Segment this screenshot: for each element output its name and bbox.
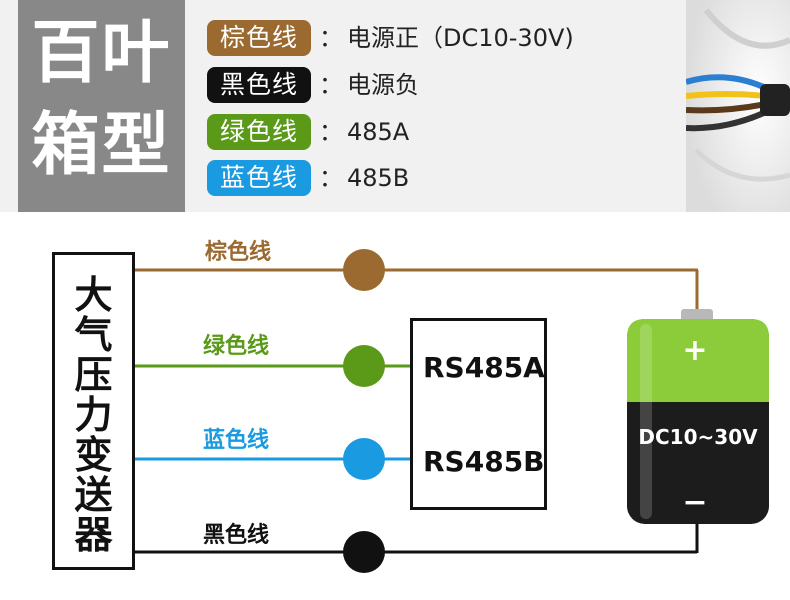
transmitter-char: 器: [74, 513, 113, 557]
black-wire-desc: 电源负: [347, 71, 419, 99]
green-wire-desc: 485A: [347, 118, 410, 146]
battery-voltage-label: DC10~30V: [638, 425, 758, 449]
pressure-transmitter-box: 大 气 压 力 变 送 器: [52, 252, 135, 570]
blue-wire-label: 蓝色线: [203, 428, 270, 453]
black-wire-label: 黑色线: [203, 523, 270, 548]
brown-wire-chip: 棕色线: [207, 20, 311, 56]
transmitter-char: 力: [74, 393, 113, 437]
title-block: 百叶 箱型: [18, 0, 185, 212]
brown-wire-label: 棕色线: [205, 240, 272, 265]
green-wire-label: 绿色线: [203, 334, 270, 359]
rs485a-label: RS485A: [423, 351, 545, 384]
battery-minus-sign: −: [682, 485, 708, 520]
brown-wire-desc: 电源正（DC10-30V): [347, 24, 574, 52]
blue-wire-desc: 485B: [347, 164, 410, 192]
transmitter-char: 变: [74, 433, 113, 477]
wiring-diagram: [135, 249, 769, 573]
green-wire-node: [343, 345, 385, 387]
green-wire-chip: 绿色线: [207, 114, 311, 150]
cable-photo-graphic: [686, 0, 790, 212]
title-line-1: 百叶: [31, 14, 172, 93]
transmitter-char: 压: [74, 353, 113, 397]
blue-wire-chip: 蓝色线: [207, 160, 311, 196]
title-line-2: 箱型: [31, 106, 172, 185]
colon: ：: [319, 118, 343, 146]
transmitter-char: 大: [74, 273, 113, 317]
rs485-box: RS485A RS485B: [410, 318, 547, 510]
blue-wire-node: [343, 438, 385, 480]
rs485b-label: RS485B: [423, 445, 545, 478]
colon: ：: [319, 71, 343, 99]
legend-panel: 百叶 箱型 棕色线 ： 电源正（DC10-30V) 黑色线 ： 电源负 绿色线 …: [0, 0, 790, 212]
transmitter-char: 气: [74, 313, 113, 357]
colon: ：: [319, 164, 343, 192]
transmitter-char: 送: [74, 473, 113, 517]
black-wire-chip: 黑色线: [207, 67, 311, 103]
battery-top: [627, 319, 769, 402]
brown-wire-node: [343, 249, 385, 291]
cable-photo: [686, 0, 790, 212]
colon: ：: [319, 24, 343, 52]
black-wire-node: [343, 531, 385, 573]
battery-highlight: [640, 324, 652, 519]
battery-plus-sign: +: [682, 333, 708, 368]
